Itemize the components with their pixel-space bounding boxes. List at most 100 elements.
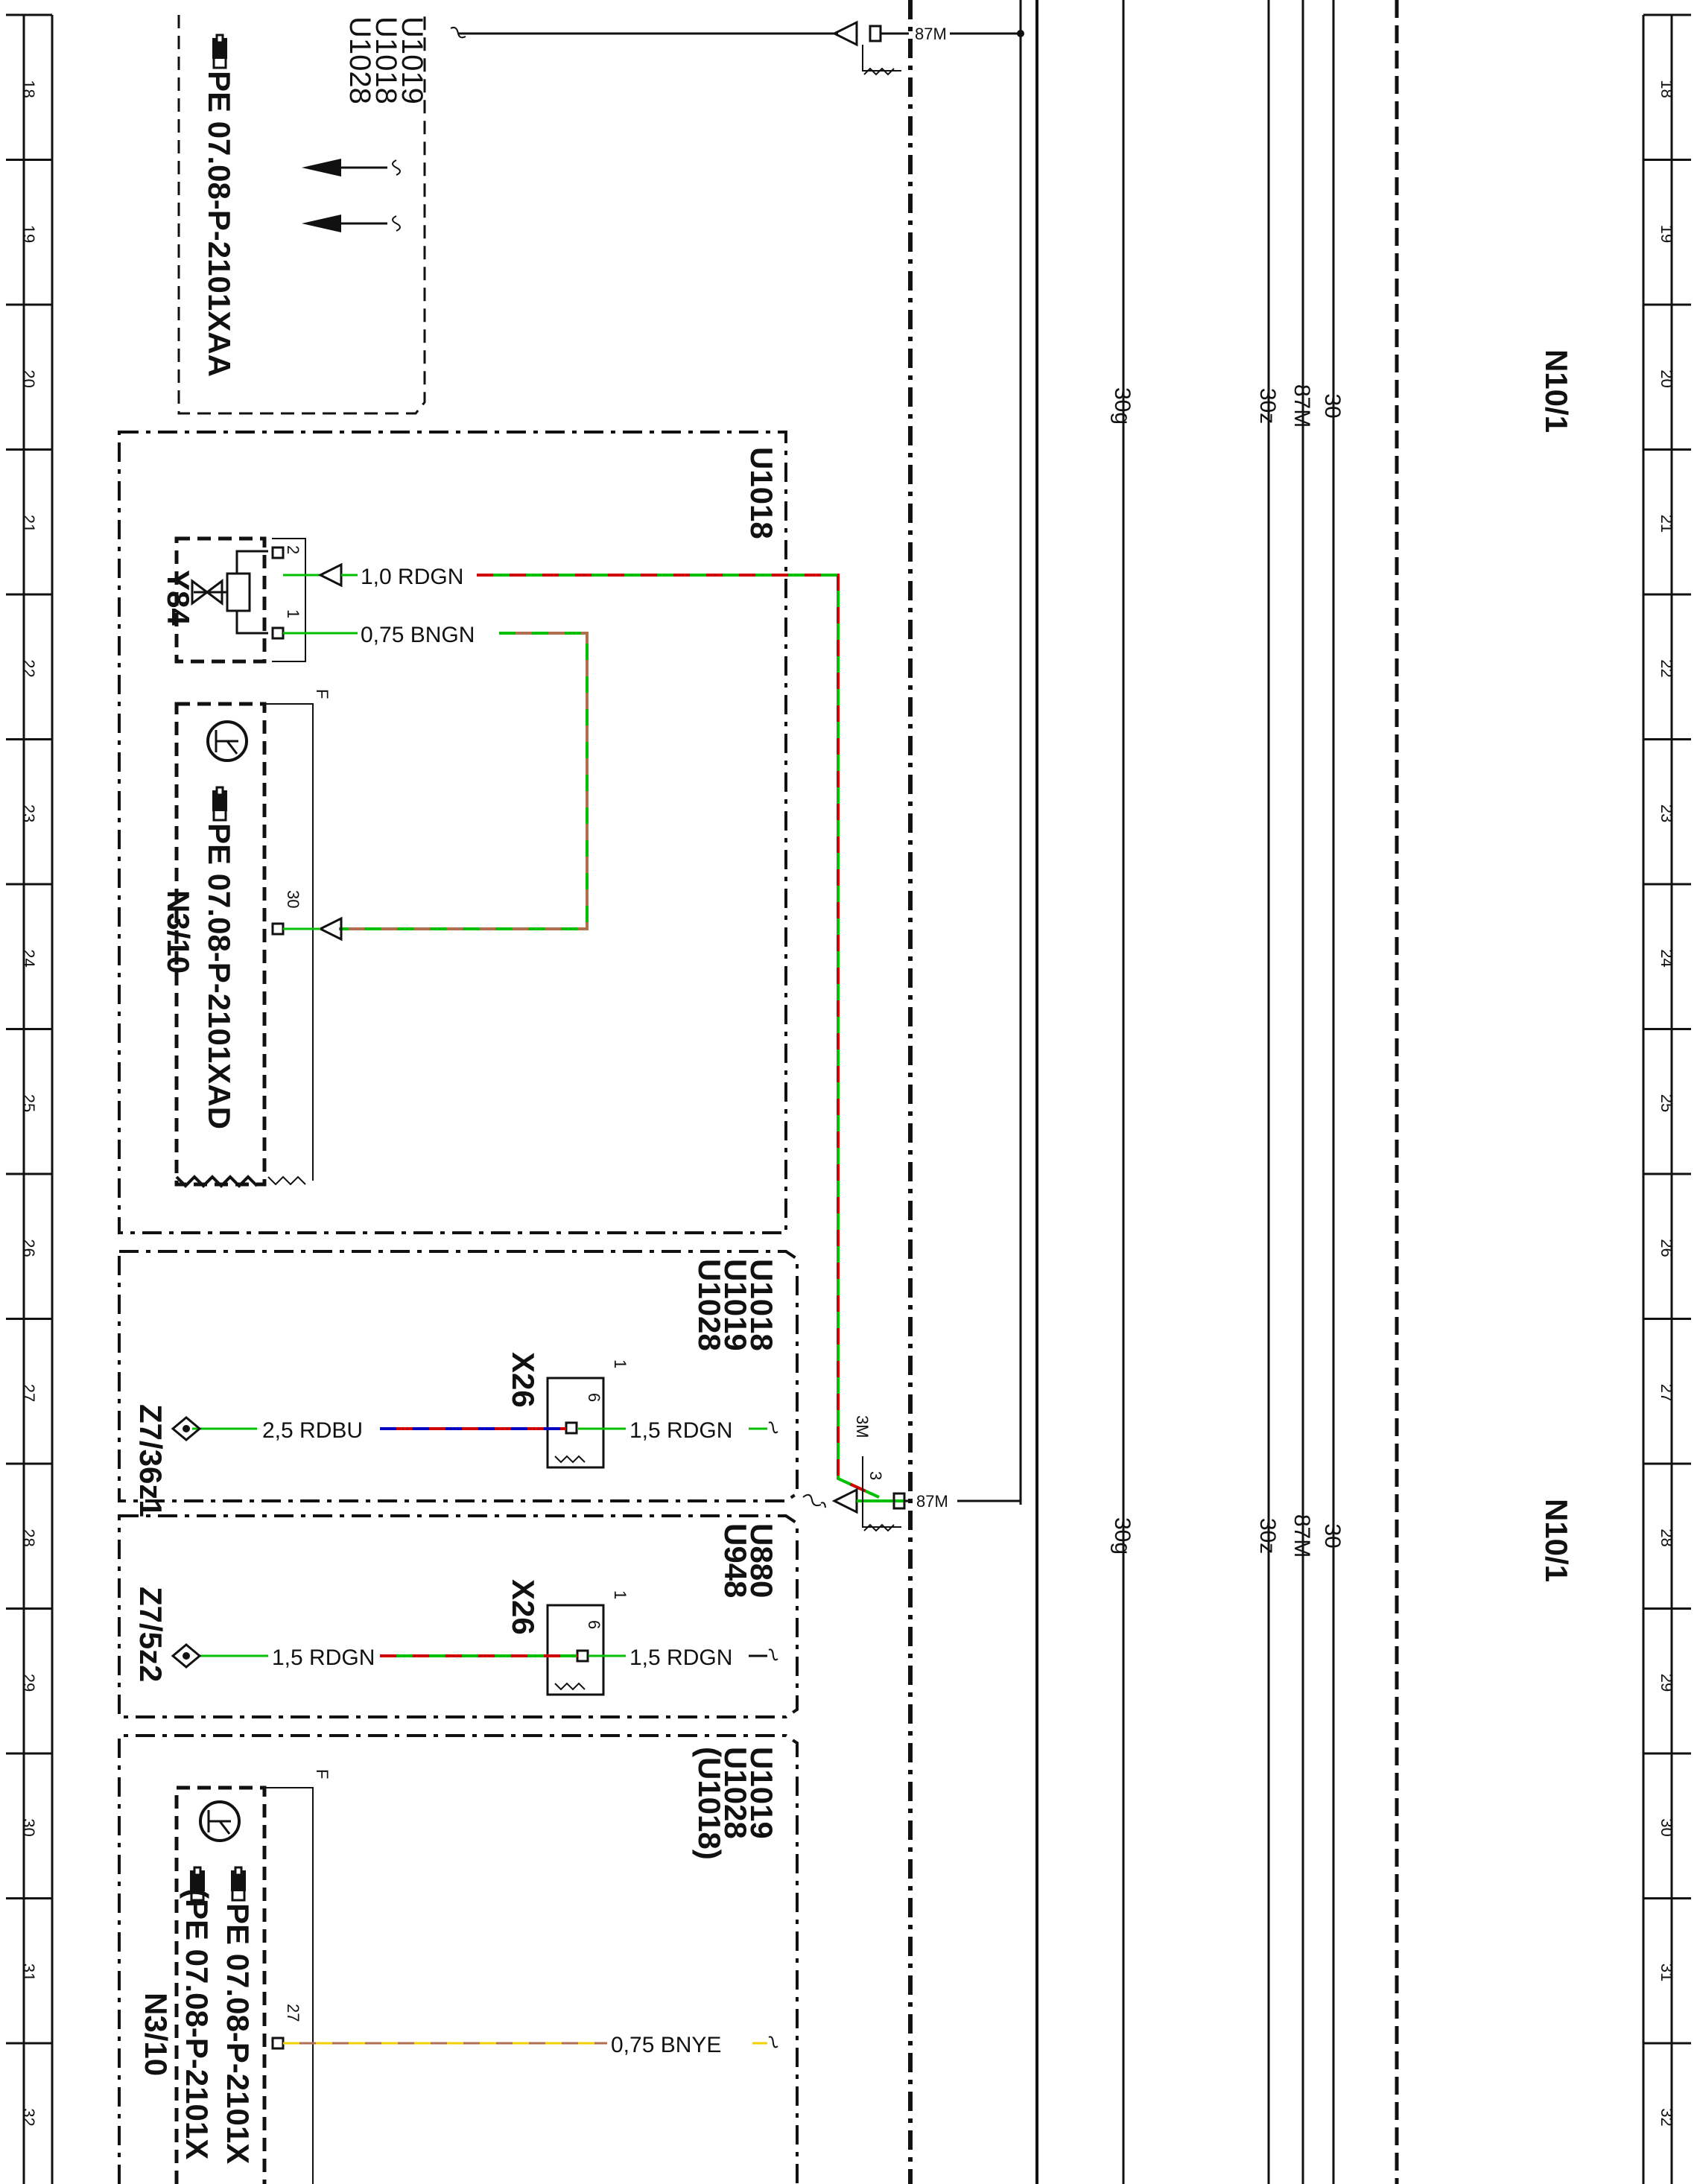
wire-label-2-5-rdbu: 2,5 RDBU <box>262 1418 363 1443</box>
n3-10-lower-ref2: (PE 07.08-P-2101X <box>180 1888 215 2159</box>
x26-1-pin-top: 1 <box>611 1359 629 1368</box>
left-ruler-number: 23 <box>19 804 38 822</box>
hand-icon <box>211 34 229 69</box>
n10-label-bottom: N10/1 <box>1539 1499 1574 1582</box>
wire-label-1-5-rdgn-a: 1,5 RDGN <box>629 1418 732 1443</box>
right-ruler-number: 32 <box>1658 2108 1676 2126</box>
right-ruler-number: 29 <box>1658 1674 1676 1692</box>
left-ruler-number: 20 <box>19 369 38 387</box>
y84-component: 2 1 Y84 <box>161 536 306 664</box>
right-ruler-number: 20 <box>1658 369 1676 387</box>
bus-label-30g-top: 30g <box>1110 387 1135 425</box>
right-ruler-number: 23 <box>1658 804 1676 822</box>
bus-labels-bottom: 30g 30z 87M 30 <box>1110 1514 1345 1558</box>
wire-label-1-5-rdgn-b: 1,5 RDGN <box>272 1645 375 1670</box>
right-ruler-number: 21 <box>1658 515 1676 533</box>
left-ruler-number: 18 <box>19 80 38 98</box>
left-ruler-number: 25 <box>19 1094 38 1112</box>
wire-1-0-rdgn: 1,0 RDGN <box>283 562 880 1499</box>
mid-block-2: U880 U948 1 6 X26 1,5 RDGN Z7/5z2 1,5 RD… <box>118 1514 799 1718</box>
bus-label-87m-bottom: 87M <box>1290 1514 1314 1558</box>
wire-1-5-rdgn-b: 1,5 RDGN <box>200 1645 577 1670</box>
bottom-model-2: U1028 <box>718 1747 753 1839</box>
u1018-model: U1018 <box>744 447 779 539</box>
right-ruler-number: 24 <box>1658 949 1676 967</box>
right-ruler-number: 25 <box>1658 1094 1676 1112</box>
bottom-model-3: (U1018) <box>692 1747 727 1860</box>
left-ruler-number: 28 <box>19 1529 38 1546</box>
left-ruler-number: 26 <box>19 1239 38 1257</box>
right-ruler-number: 19 <box>1658 225 1676 243</box>
wire-0-75-bngn: 0,75 BNGN <box>283 623 589 942</box>
right-ruler-number: 26 <box>1658 1239 1676 1257</box>
n3-10-upper-ref: PE 07.08-P-2101XAD <box>202 823 237 1129</box>
bus-lines <box>908 0 1399 2184</box>
right-ruler-number: 27 <box>1658 1384 1676 1402</box>
left-ruler-number: 29 <box>19 1674 38 1692</box>
wire-1-5-rdgn-c: 1,5 RDGN <box>589 1645 778 1670</box>
wire-2-5-rdbu: 2,5 RDBU <box>192 1418 566 1443</box>
mid1-model-1: U1018 <box>744 1259 779 1351</box>
bus-labels-top: 30g 30z 87M 30 <box>1110 384 1345 428</box>
top-model-3: U1028 <box>343 16 376 104</box>
mid1-model-2: U1019 <box>718 1259 753 1351</box>
left-ruler-number: 30 <box>19 1818 38 1836</box>
splice-z7-36z1-label: Z7/36z1 <box>133 1404 168 1517</box>
splice-z7-36z1: Z7/36z1 <box>133 1404 202 1517</box>
terminal-3: 3 <box>866 1471 885 1480</box>
n3-10-lower: PE 07.08-P-2101X (PE 07.08-P-2101X N3/10… <box>139 1769 332 2184</box>
left-ruler-number: 31 <box>19 1964 38 1981</box>
x26-connector-1: 1 6 X26 <box>506 1352 629 1469</box>
terminal-3m: 3M <box>853 1415 872 1438</box>
y84-pin1: 1 <box>284 609 302 618</box>
mid1-model-3: U1028 <box>692 1259 727 1351</box>
wire-label-0-75-bnye: 0,75 BNYE <box>611 2033 721 2057</box>
splice-z7-5z2-label: Z7/5z2 <box>133 1587 168 1682</box>
right-ruler-number: 31 <box>1658 1964 1676 1981</box>
left-ruler-number: 22 <box>19 659 38 677</box>
x26-2-pin: 6 <box>585 1620 603 1629</box>
mid2-model-1: U880 <box>744 1523 779 1598</box>
right-ruler-number: 28 <box>1658 1529 1676 1546</box>
top-model-1: U1019 <box>396 16 428 104</box>
wire-0-75-bnye: 0,75 BNYE <box>283 2033 778 2057</box>
bus-label-30g-bottom: 30g <box>1110 1517 1135 1555</box>
wire-1-5-rdgn-a: 1,5 RDGN <box>578 1418 778 1443</box>
x26-connector-2: 1 6 X26 <box>506 1579 629 1696</box>
mid-block-1: U1018 U1019 U1028 1 6 X26 2,5 RDBU Z7/36… <box>118 1250 799 1517</box>
top-87m-link: 87M <box>450 20 1024 76</box>
n3-10-upper: PE 07.08-P-2101XAD N3/10 F 30 <box>161 689 332 1188</box>
wire-label-0-75-bngn: 0,75 BNGN <box>361 623 475 647</box>
junction-87m-bottom: 3M 3 87M <box>802 1415 1021 1532</box>
mid2-model-2: U948 <box>718 1523 753 1598</box>
n10-label-top: N10/1 <box>1539 349 1574 433</box>
n3-10-lower-ref1: PE 07.08-P-2101X <box>221 1903 256 2164</box>
bus-label-87m-top: 87M <box>1290 384 1314 428</box>
arrow-icon <box>302 159 401 232</box>
wire-label-1-5-rdgn-c: 1,5 RDGN <box>629 1645 732 1670</box>
right-ruler-number: 22 <box>1658 659 1676 677</box>
y84-pin2: 2 <box>284 545 302 554</box>
bottom-block: U1019 U1028 (U1018) PE 07.08-P-2101X (PE… <box>118 1734 799 2184</box>
splice-z7-5z2: Z7/5z2 <box>133 1587 202 1682</box>
n3-10-lower-flag: F <box>313 1769 332 1779</box>
n3-10-upper-label: N3/10 <box>161 890 196 974</box>
hand-icon <box>211 786 229 822</box>
left-ruler-number: 24 <box>19 949 38 967</box>
wire-label-1-0-rdgn: 1,0 RDGN <box>361 565 463 589</box>
hand-icon <box>229 1866 247 1902</box>
x26-2-label: X26 <box>506 1579 541 1635</box>
terminal-87m-top: 87M <box>915 25 947 43</box>
top-block: U1019 U1018 U1028 PE 07.08-P-2101XAA <box>177 15 428 415</box>
left-ruler-number: 32 <box>19 2108 38 2126</box>
bus-label-30-bottom: 30 <box>1320 1523 1345 1548</box>
n3-10-upper-pin: 30 <box>284 890 302 908</box>
n3-10-lower-pin: 27 <box>284 2004 302 2022</box>
left-ruler-number: 19 <box>19 225 38 243</box>
left-ruler-number: 27 <box>19 1384 38 1402</box>
n3-10-upper-flag: F <box>313 689 332 699</box>
right-ruler-number: 30 <box>1658 1818 1676 1836</box>
right-ruler-number: 18 <box>1658 80 1676 98</box>
x26-1-pin: 6 <box>585 1393 603 1402</box>
